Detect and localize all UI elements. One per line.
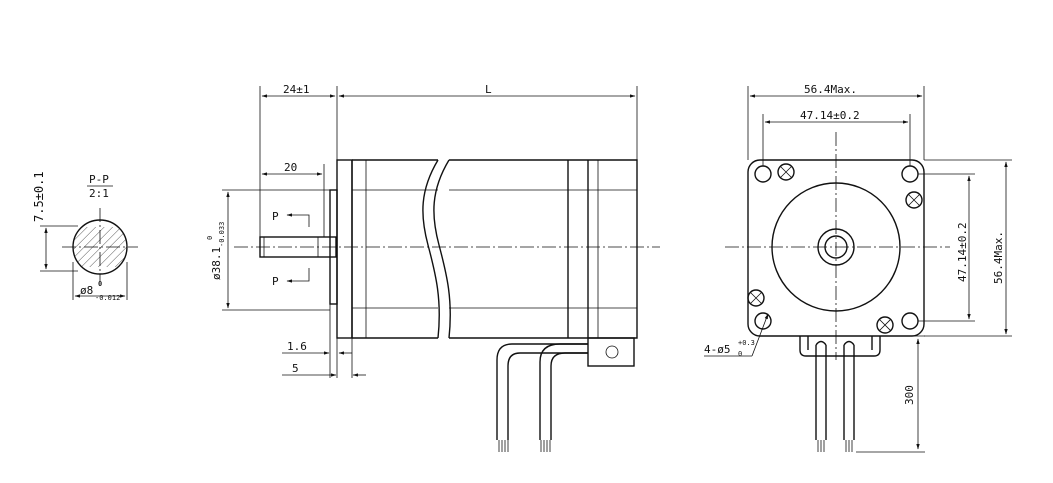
front-connector	[799, 336, 881, 357]
holes-callout-label: 4-ø5	[704, 343, 731, 356]
pilot-depth-label: 5	[292, 362, 299, 375]
flat-length-label: 20	[284, 161, 297, 174]
lead-wire-1	[496, 343, 588, 440]
front-width-label: 56.4Max.	[804, 83, 857, 96]
shaft	[259, 236, 337, 258]
flange-thickness-label: 1.6	[287, 340, 307, 353]
shaft-end-outer	[817, 228, 855, 266]
pilot-diameter-lower-tol: -0.033	[218, 222, 226, 247]
hole-spacing-h-label: 47.14±0.2	[800, 109, 860, 122]
holes-upper-tol: +0.3	[738, 339, 755, 347]
motor-body-front	[351, 159, 438, 339]
front-height-label: 56.4Max.	[992, 231, 1005, 284]
holes-lower-tol: 0	[738, 350, 742, 358]
front-view: 56.4Max. 47.14±0.2 47.14±0.2 56.4Max. 4-…	[704, 83, 1012, 453]
mounting-hole-bl	[754, 312, 772, 330]
section-marker-top: P	[272, 210, 279, 223]
section-marker-bottom: P	[272, 275, 279, 288]
front-lead-wires	[815, 345, 855, 440]
mounting-hole-br	[901, 312, 919, 330]
shaft-diameter-lower-tol: -0.012	[95, 294, 120, 302]
lead-connector	[587, 337, 635, 367]
section-scale: 2:1	[89, 187, 109, 200]
mounting-hole-tr	[901, 165, 919, 183]
shaft-diameter-upper-tol: 0	[98, 280, 102, 288]
shaft-diameter-label: ø8	[80, 284, 93, 297]
motor-body-rear	[449, 159, 638, 339]
pilot-boss	[771, 182, 901, 312]
hole-spacing-v-label: 47.14±0.2	[956, 222, 969, 282]
flat-dimension-label: 7.5±0.1	[32, 171, 46, 222]
section-label: P-P	[89, 173, 109, 186]
shaft-section-fill	[74, 227, 127, 267]
lead-length-label: 300	[903, 385, 916, 405]
pilot-diameter-label: ø38.1	[210, 247, 223, 280]
body-length-label: L	[485, 83, 492, 96]
lead-wire-2	[539, 343, 588, 440]
screw-icon	[747, 163, 923, 334]
section-view: 7.5±0.1 P-P 2:1 ø8 0 -0.012	[32, 171, 138, 302]
shaft-length-label: 24±1	[283, 83, 310, 96]
mounting-hole-tl	[754, 165, 772, 183]
flange	[336, 159, 353, 339]
side-view: 24±1 L 20 P P ø38.1 0 -0.033 1.6 5	[206, 83, 660, 452]
shaft-end-inner	[824, 235, 848, 259]
pilot-diameter-upper-tol: 0	[206, 236, 214, 240]
